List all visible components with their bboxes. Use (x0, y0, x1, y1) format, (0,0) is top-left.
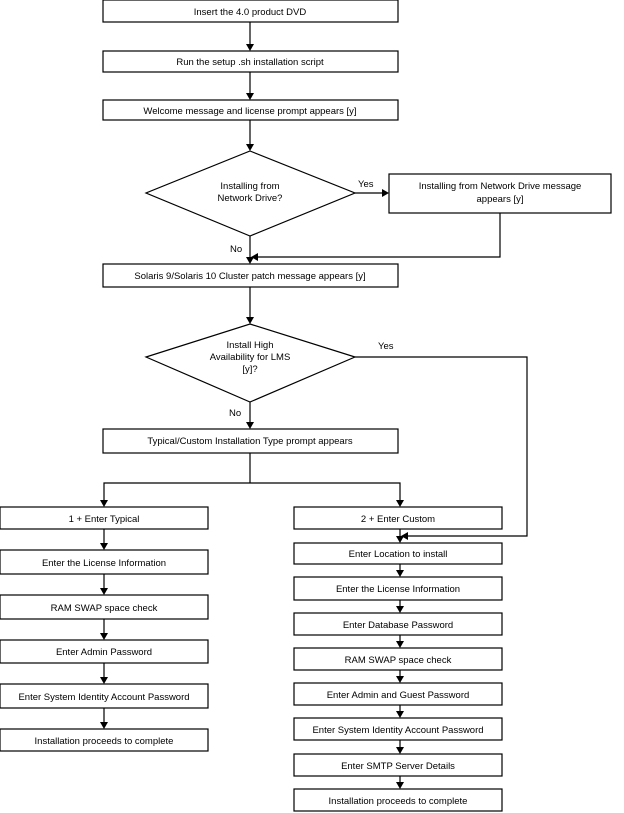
custom-step-label: Enter System Identity Account Password (312, 725, 483, 736)
decision-high-availability: Install High Availability for LMS [y]? (144, 323, 357, 403)
custom-step-label: RAM SWAP space check (345, 655, 452, 666)
step-network-message-line2: appears [y] (477, 194, 524, 205)
custom-step-label: Enter Database Password (343, 620, 453, 631)
typical-step: Installation proceeds to complete (0, 728, 209, 752)
step-insert-dvd: Insert the 4.0 product DVD (102, 0, 399, 23)
step-install-type: Typical/Custom Installation Type prompt … (102, 428, 399, 454)
edge-label-ha-no: No (229, 408, 241, 419)
custom-step: Enter the License Information (293, 576, 503, 601)
decision-high-availability-line3: [y]? (242, 364, 257, 375)
custom-header: 2 + Enter Custom (293, 506, 503, 530)
typical-step: RAM SWAP space check (0, 594, 209, 620)
edge-label-ha-yes: Yes (378, 341, 394, 352)
step-insert-dvd-label: Insert the 4.0 product DVD (194, 7, 307, 18)
typical-step-label: Enter Admin Password (56, 647, 152, 658)
typical-step: Enter System Identity Account Password (0, 683, 209, 709)
decision-network-drive: Installing from Network Drive? (144, 150, 357, 237)
typical-step: Enter the License Information (0, 549, 209, 575)
custom-step-label: Enter SMTP Server Details (341, 761, 455, 772)
step-run-setup: Run the setup .sh installation script (102, 50, 399, 73)
step-install-type-label: Typical/Custom Installation Type prompt … (147, 436, 352, 447)
custom-header-label: 2 + Enter Custom (361, 514, 435, 525)
step-solaris-patch-label: Solaris 9/Solaris 10 Cluster patch messa… (134, 271, 365, 282)
custom-step-label: Installation proceeds to complete (329, 796, 468, 807)
decision-high-availability-line2: Availability for LMS (210, 352, 291, 363)
custom-step: Enter Location to install (293, 542, 503, 565)
arrowheads (100, 44, 408, 789)
custom-step: Enter Admin and Guest Password (293, 682, 503, 706)
step-welcome: Welcome message and license prompt appea… (102, 99, 399, 121)
step-run-setup-label: Run the setup .sh installation script (176, 57, 324, 68)
typical-step-label: RAM SWAP space check (51, 603, 158, 614)
custom-step-label: Enter Admin and Guest Password (327, 690, 470, 701)
custom-step: Installation proceeds to complete (293, 788, 503, 812)
decision-network-drive-line2: Network Drive? (218, 193, 283, 204)
custom-step: Enter System Identity Account Password (293, 717, 503, 741)
typical-step-label: Enter System Identity Account Password (18, 692, 189, 703)
edge-label-network-yes: Yes (358, 179, 374, 190)
typical-step-label: Installation proceeds to complete (35, 736, 174, 747)
edge-label-network-no: No (230, 244, 242, 255)
step-network-message-line1: Installing from Network Drive message (419, 181, 582, 192)
step-network-message: Installing from Network Drive message ap… (388, 173, 612, 214)
custom-step: RAM SWAP space check (293, 647, 503, 671)
step-welcome-label: Welcome message and license prompt appea… (143, 106, 356, 117)
decision-network-drive-line1: Installing from (220, 181, 279, 192)
custom-step-label: Enter Location to install (349, 549, 448, 560)
decision-high-availability-line1: Install High (227, 340, 274, 351)
custom-step: Enter Database Password (293, 612, 503, 636)
connectors (103, 22, 528, 782)
typical-header: 1 + Enter Typical (0, 506, 209, 530)
custom-step: Enter SMTP Server Details (293, 753, 503, 777)
custom-step-label: Enter the License Information (336, 584, 460, 595)
typical-step: Enter Admin Password (0, 639, 209, 664)
typical-header-label: 1 + Enter Typical (69, 514, 140, 525)
typical-step-label: Enter the License Information (42, 558, 166, 569)
step-solaris-patch: Solaris 9/Solaris 10 Cluster patch messa… (102, 263, 399, 288)
